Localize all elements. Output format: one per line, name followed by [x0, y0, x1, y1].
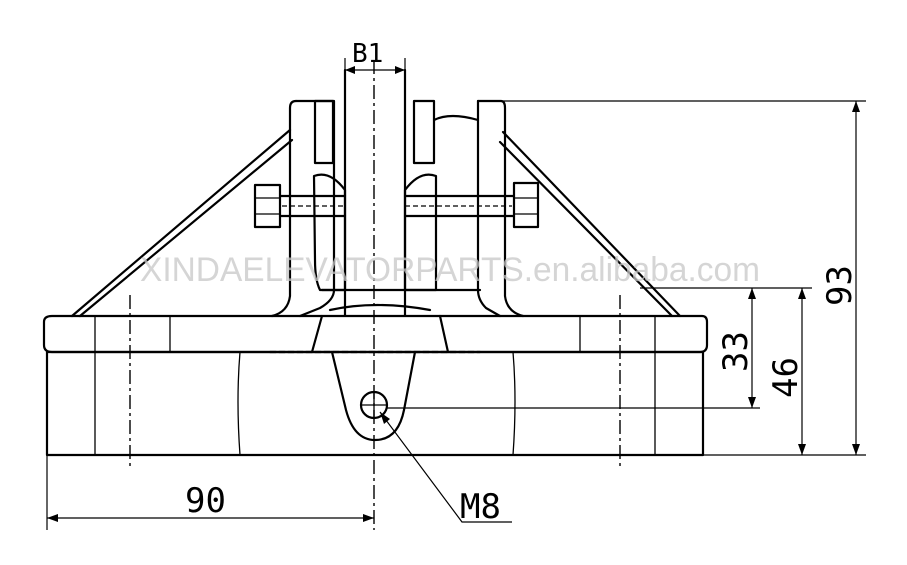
- wedge-clamp: [268, 173, 482, 354]
- dimension-90: 90: [46, 455, 374, 530]
- left-gusset: [70, 128, 294, 318]
- watermark-text: XINDAELEVATORPARTS.en.alibaba.com: [140, 251, 760, 289]
- dimension-46: 46: [640, 287, 812, 455]
- dimension-90-label: 90: [185, 481, 226, 521]
- dimension-33-label: 33: [716, 331, 756, 372]
- dimension-93-label: 93: [820, 265, 860, 306]
- right-gusset: [498, 130, 682, 318]
- dimension-93: 93: [503, 100, 866, 456]
- thread-m8-label: M8: [460, 487, 501, 527]
- dimension-33: 33: [387, 288, 760, 409]
- bolt-assembly: [253, 181, 540, 229]
- dimension-b1-label: B1: [352, 39, 383, 69]
- base-block: [42, 314, 709, 457]
- center-lines: [129, 60, 621, 530]
- dimension-b1: B1: [344, 39, 406, 100]
- dimension-46-label: 46: [766, 357, 806, 398]
- leader-m8: M8: [379, 411, 512, 527]
